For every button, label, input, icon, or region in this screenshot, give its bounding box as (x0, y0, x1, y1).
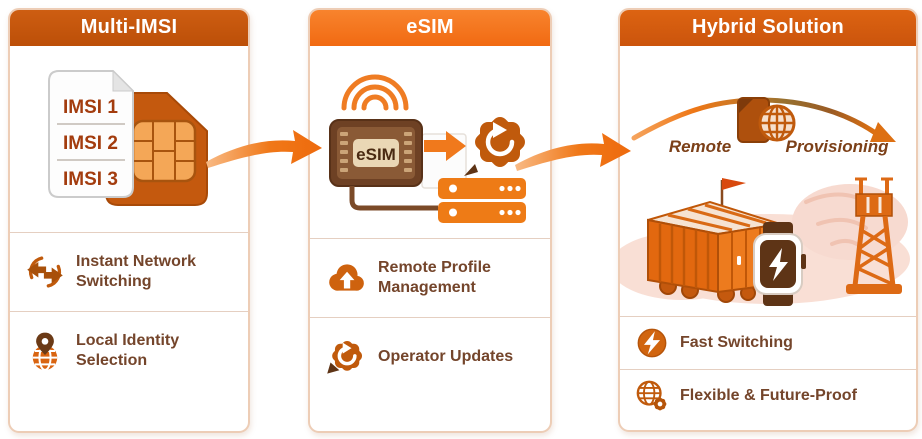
feature-label: Flexible & Future-Proof (680, 386, 857, 404)
feature-local-identity-selection: Local Identity Selection (10, 311, 248, 390)
panel-esim: eSIM (308, 8, 552, 433)
panel-title-multi-imsi: Multi-IMSI (10, 10, 248, 46)
globe-gear-icon (636, 380, 667, 411)
sim-globe-icon (737, 97, 796, 143)
arrow-esim-to-hybrid (515, 133, 631, 171)
feature-label: Remote Profile Management (378, 258, 491, 296)
connection-cable (349, 186, 438, 211)
panel-title-hybrid-solution: Hybrid Solution (620, 10, 916, 46)
server-stack-icon (438, 178, 526, 223)
panel-title-esim: eSIM (310, 10, 550, 46)
network-switching-icon (27, 256, 63, 288)
feature-instant-network-switching: Instant Network Switching (10, 232, 248, 311)
feature-label: Local Identity Selection (76, 331, 180, 369)
smartwatch-illustration (753, 222, 806, 306)
feature-label: Fast Switching (680, 333, 793, 351)
feature-remote-profile-management: Remote Profile Management (310, 238, 550, 317)
esim-illustration: eSIM (310, 46, 550, 238)
remote-provisioning-zone: Remote Provisioning (620, 46, 916, 164)
imsi-label-3: IMSI 3 (63, 169, 118, 190)
feature-operator-updates: Operator Updates (310, 317, 550, 396)
feature-flexible-future-proof: Flexible & Future-Proof (620, 369, 916, 422)
scene-illustration (620, 177, 910, 306)
arc-label-provisioning: Provisioning (785, 137, 889, 156)
sim-card-illustration: IMSI 1 IMSI 2 IMSI 3 (48, 69, 208, 206)
imsi-list-card: IMSI 1 IMSI 2 IMSI 3 (48, 69, 135, 198)
location-globe-icon (32, 332, 58, 371)
imsi-label-1: IMSI 1 (63, 97, 118, 118)
sim-chip-contacts (131, 119, 197, 183)
feature-fast-switching: Fast Switching (620, 316, 916, 369)
gear-refresh-icon (327, 340, 363, 374)
multi-imsi-illustration: IMSI 1 IMSI 2 IMSI 3 (10, 46, 248, 232)
imsi-label-2: IMSI 2 (63, 133, 118, 154)
arc-label-remote: Remote (668, 137, 732, 156)
feature-label: Instant Network Switching (76, 252, 197, 290)
esim-chip-label: eSIM (356, 145, 396, 164)
use-case-scene (620, 164, 916, 316)
panel-hybrid-solution: Hybrid Solution Remote (618, 8, 918, 432)
feature-label: Operator Updates (378, 347, 514, 365)
transfer-arrow-icon (424, 131, 466, 161)
radio-tower-illustration (846, 177, 902, 294)
gear-refresh-illustration (464, 117, 525, 176)
arrow-multi-imsi-to-esim (206, 130, 322, 168)
panel-multi-imsi: Multi-IMSI IMSI 1 IMSI 2 IMSI 3 (8, 8, 250, 433)
cloud-upload-icon (329, 264, 364, 291)
wifi-icon (341, 74, 409, 111)
esim-chip-illustration: eSIM (329, 74, 526, 223)
esim-chip: eSIM (329, 119, 423, 187)
lightning-bolt-icon (637, 328, 667, 358)
